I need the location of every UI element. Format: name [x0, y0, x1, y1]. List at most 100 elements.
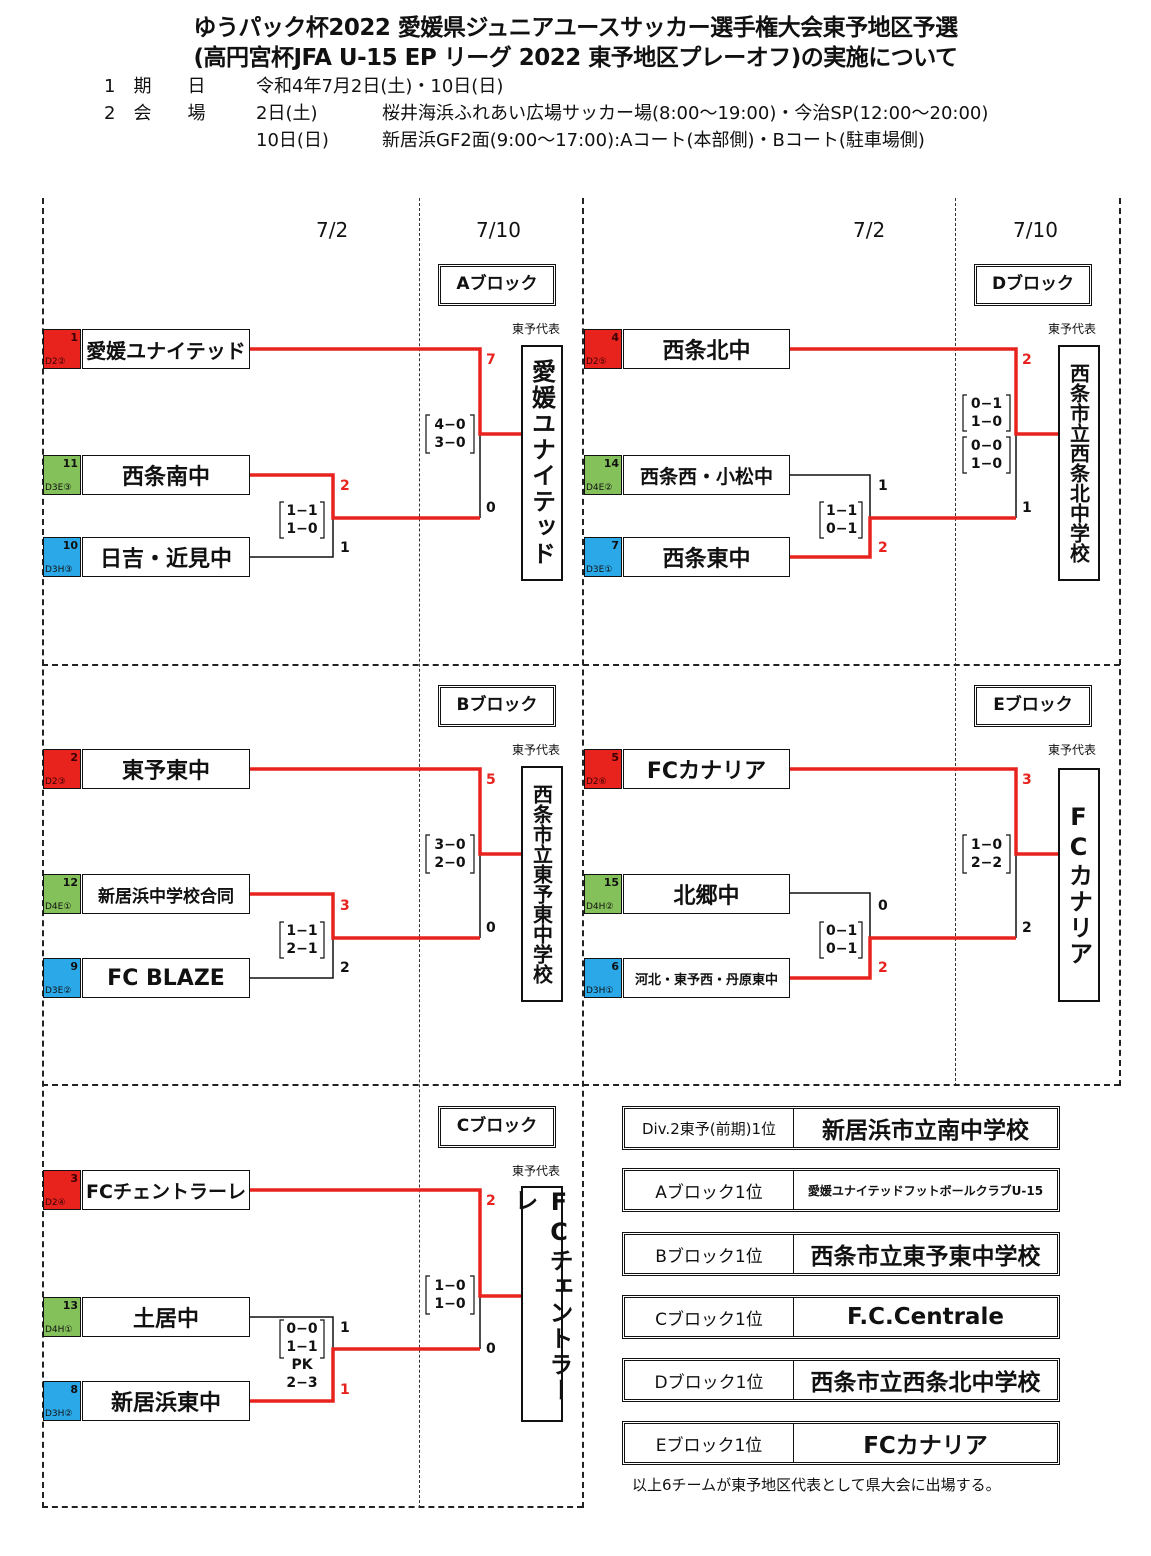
block-d-final-score-bottom: 1 [1022, 500, 1032, 516]
frame-row-divider-1 [42, 664, 1120, 666]
block-a-final-score-bottom: 0 [486, 500, 496, 516]
block-d-rep-label: 東予代表 [1048, 322, 1097, 336]
block-e-semi-score-bottom: 2 [878, 960, 888, 976]
result-value: 新居浜市立南中学校 [822, 1118, 1029, 1144]
block-a-semi-score-top: 2 [340, 478, 350, 494]
result-value: 愛媛ユナイテッドフットボールクラブU-15 [807, 1183, 1044, 1198]
venue-date-2: 10日(日) [256, 130, 329, 151]
frame-row-divider-2 [42, 1084, 1120, 1086]
block-d-semi-score-bottom: 2 [878, 540, 888, 556]
result-row: Eブロック1位 FCカナリア [622, 1421, 1060, 1465]
block-a-final-score-top: 7 [486, 352, 496, 368]
frame-round-divider-right [955, 198, 956, 1086]
block-e-final-score-bottom: 2 [1022, 920, 1032, 936]
frame-left [42, 198, 44, 1508]
block-e-final-score-top: 3 [1022, 772, 1032, 788]
block-e-semi-score-top: 0 [878, 898, 888, 914]
frame-right [1119, 198, 1121, 1086]
block-a-team-1: 愛媛ユナイテッド [82, 329, 250, 369]
block-c-label: Cブロック [438, 1106, 556, 1148]
result-row: Dブロック1位西条市立西条北中学校 [622, 1358, 1060, 1402]
block-c-winner: FCチェントラーレ [510, 1186, 573, 1422]
block-d-label: Dブロック [974, 264, 1092, 306]
block-e-rep-label: 東予代表 [1048, 743, 1097, 757]
block-c-final-score-bottom: 0 [486, 1341, 496, 1357]
result-label: Dブロック1位 [625, 1361, 794, 1399]
block-d-final-score-top: 2 [1022, 352, 1032, 368]
result-label: Eブロック1位 [625, 1424, 794, 1462]
block-b-final-score-top: 5 [486, 772, 496, 788]
block-b-final-score-bottom: 0 [486, 920, 496, 936]
block-b-semi-score-top: 3 [340, 898, 350, 914]
block-a-team-3: 日吉・近見中 [82, 537, 250, 577]
block-a-label: Aブロック [438, 264, 556, 306]
venue-value-1: 桜井海浜ふれあい広場サッカー場(8:00〜19:00)・今治SP(12:00〜2… [382, 103, 989, 124]
result-label: Bブロック1位 [625, 1235, 794, 1273]
venue-value-2: 新居浜GF2面(9:00〜17:00):Aコート(本部側)・Bコート(駐車場側) [382, 130, 925, 151]
result-row: Cブロック1位 F.C.Centrale [622, 1295, 1060, 1339]
date-label: 1 期 日 [104, 76, 206, 97]
block-b-team-3: FC BLAZE [82, 958, 250, 998]
result-row: Div.2東予(前期)1位 新居浜市立南中学校 [622, 1106, 1060, 1150]
block-e-team-2: 北郷中 [623, 874, 790, 914]
block-a-winner: 愛媛ユナイテッド [521, 345, 563, 581]
block-d-winner: 西条市立西条北中学校 [1058, 345, 1100, 581]
block-d-semi-score-top: 1 [878, 478, 888, 494]
venue-date-1: 2日(土) [256, 103, 318, 124]
result-value: 西条市立東予東中学校 [810, 1244, 1041, 1270]
round2-date-left: 7/10 [476, 218, 521, 242]
round2-date-right: 7/10 [1013, 218, 1058, 242]
frame-middle [582, 198, 584, 1508]
venue-label: 2 会 場 [104, 103, 206, 124]
block-e-team-3: 河北・東予西・丹原東中 [623, 958, 790, 998]
block-e-team-1: FCカナリア [623, 749, 790, 789]
block-d-team-3: 西条東中 [623, 537, 790, 577]
block-c-semi-score-top: 1 [340, 1320, 350, 1336]
frame-round-divider-left [419, 198, 420, 1508]
result-label: Cブロック1位 [625, 1298, 794, 1336]
result-value: FCカナリア [863, 1433, 988, 1459]
block-b-rep-label: 東予代表 [512, 743, 561, 757]
round1-date-right: 7/2 [853, 218, 886, 242]
result-value: F.C.Centrale [847, 1304, 1004, 1330]
block-c-team-2: 土居中 [82, 1297, 250, 1337]
block-c-semi-score-bottom: 1 [340, 1382, 350, 1398]
block-a-rep-label: 東予代表 [512, 322, 561, 336]
date-value: 令和4年7月2日(土)・10日(日) [256, 76, 504, 97]
result-label: Div.2東予(前期)1位 [625, 1109, 794, 1147]
results-note: 以上6チームが東予地区代表として県大会に出場する。 [632, 1476, 1001, 1494]
frame-bottom [42, 1506, 583, 1508]
doc-title-line2: (高円宮杯JFA U-15 EP リーグ 2022 東予地区プレーオフ)の実施に… [193, 45, 958, 71]
result-row: Bブロック1位西条市立東予東中学校 [622, 1232, 1060, 1276]
block-c-team-3: 新居浜東中 [82, 1381, 250, 1421]
result-row: Aブロック1位愛媛ユナイテッドフットボールクラブU-15 [622, 1168, 1060, 1212]
block-b-label: Bブロック [438, 685, 556, 727]
result-label: Aブロック1位 [625, 1171, 794, 1209]
block-d-team-2: 西条西・小松中 [623, 455, 790, 495]
block-b-winner: 西条市立東予東中学校 [521, 766, 563, 1002]
